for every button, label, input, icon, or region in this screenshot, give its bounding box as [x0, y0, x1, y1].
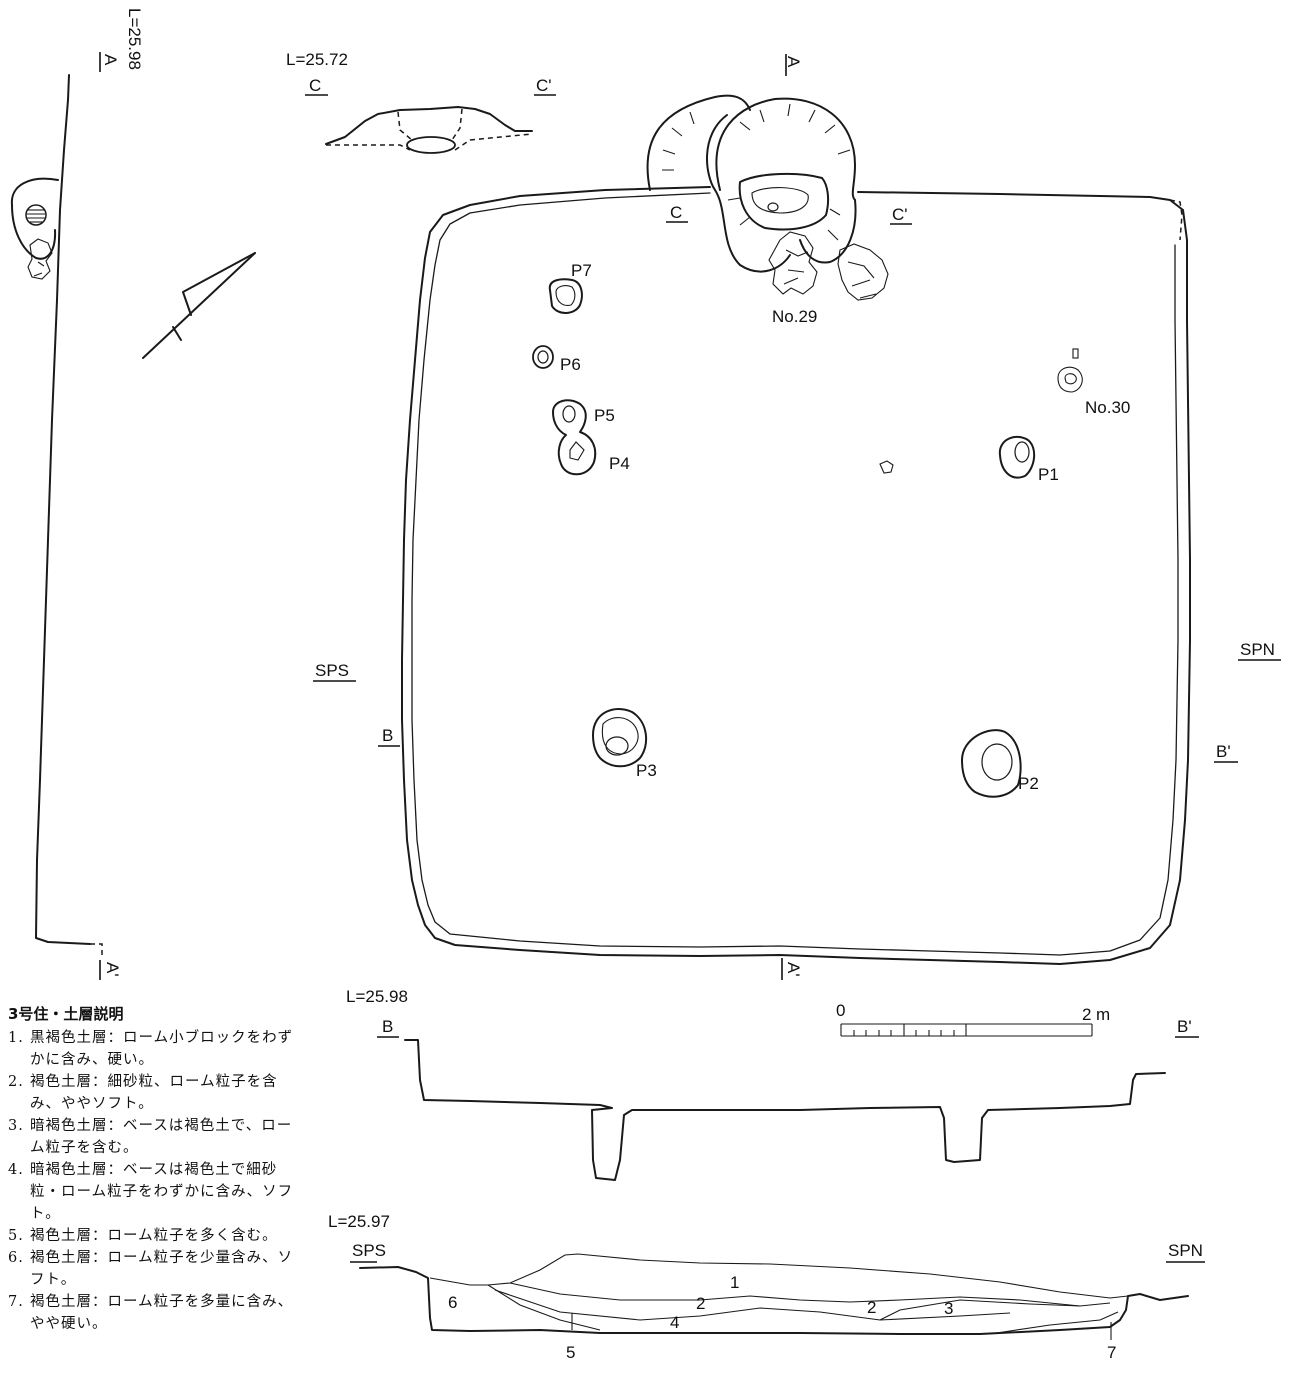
- elevation-c-label: L=25.72: [286, 50, 348, 69]
- dwelling-plan: P7 P6 P5 P4 P1 P3 P2 No.29 No.30 A A' C …: [313, 54, 1281, 980]
- layer-label-2b: 2: [867, 1298, 876, 1317]
- legend-item: 4. 暗褐色土層：ベースは褐色土で細砂粒・ローム粒子をわずかに含み、ソフト。: [8, 1159, 304, 1225]
- legend-item-number: 1.: [8, 1030, 24, 1046]
- legend-title: 3号住・土層説明: [8, 1005, 124, 1023]
- layer-label-2a: 2: [696, 1294, 705, 1313]
- legend-item-number: 6.: [8, 1250, 24, 1266]
- legend-item-number: 7.: [8, 1294, 24, 1310]
- marker-c-plan: C: [670, 203, 682, 222]
- marker-spn-plan: SPN: [1240, 640, 1275, 659]
- section-c-profile: L=25.72 C C': [286, 50, 556, 154]
- marker-a-prime-bottom: A': [784, 962, 803, 977]
- soil-layer-legend: 3号住・土層説明 1. 黒褐色土層：ローム小ブロックをわずかに含み、硬い。 2. 褐…: [8, 1003, 304, 1335]
- marker-b-prime-section: B': [1177, 1017, 1192, 1036]
- section-sp-profile: L=25.97 SPS SPN 1 2 2 3 4 5 6 7: [328, 1212, 1205, 1362]
- pit-label-p2: P2: [1018, 774, 1039, 793]
- pit-label-p4: P4: [609, 454, 630, 473]
- marker-b-prime-plan: B': [1216, 742, 1231, 761]
- legend-item: 2. 褐色土層：細砂粒、ローム粒子を含み、ややソフト。: [8, 1071, 304, 1115]
- legend-item-text: 褐色土層：ローム粒子を多量に含み、やや硬い。: [30, 1294, 294, 1332]
- marker-sps-section: SPS: [352, 1241, 386, 1260]
- layer-label-1: 1: [730, 1273, 739, 1292]
- layer-label-6: 6: [448, 1293, 457, 1312]
- marker-c-prime-plan: C': [892, 205, 908, 224]
- marker-spn-section: SPN: [1168, 1241, 1203, 1260]
- find-label-no30: No.30: [1085, 398, 1130, 417]
- layer-label-7: 7: [1107, 1343, 1116, 1362]
- section-a-profile: L=25.98 A A': [10, 8, 144, 980]
- legend-item-number: 3.: [8, 1118, 24, 1134]
- pit-label-p5: P5: [594, 406, 615, 425]
- legend-item: 1. 黒褐色土層：ローム小ブロックをわずかに含み、硬い。: [8, 1027, 304, 1071]
- pit-label-p6: P6: [560, 355, 581, 374]
- pit-label-p7: P7: [571, 261, 592, 280]
- section-b-profile: L=25.98 B B': [346, 987, 1199, 1181]
- find-label-no29: No.29: [772, 307, 817, 326]
- elevation-a-label: L=25.98: [125, 8, 144, 70]
- scale-unit-label: m: [1096, 1005, 1110, 1024]
- scale-zero-label: 0: [836, 1001, 845, 1020]
- legend-item: 6. 褐色土層：ローム粒子を少量含み、ソフト。: [8, 1247, 304, 1291]
- north-arrow-icon: [142, 252, 256, 359]
- legend-item-text: 黒褐色土層：ローム小ブロックをわずかに含み、硬い。: [30, 1030, 294, 1068]
- legend-item-text: 褐色土層：ローム粒子を少量含み、ソフト。: [30, 1250, 294, 1288]
- marker-c-section: C: [309, 76, 321, 95]
- layer-label-5: 5: [566, 1343, 575, 1362]
- legend-item-text: 暗褐色土層：ベースは褐色土で、ローム粒子を含む。: [30, 1118, 293, 1156]
- legend-item-text: 暗褐色土層：ベースは褐色土で細砂粒・ローム粒子をわずかに含み、ソフト。: [30, 1162, 294, 1222]
- marker-b-section: B: [382, 1017, 393, 1036]
- pit-label-p1: P1: [1038, 465, 1059, 484]
- legend-item-number: 5.: [8, 1228, 24, 1244]
- marker-a-left: A: [101, 54, 120, 66]
- elevation-b-label: L=25.98: [346, 987, 408, 1006]
- marker-a-prime-left: A': [103, 962, 122, 977]
- marker-b-plan: B: [382, 726, 393, 745]
- legend-item: 5. 褐色土層：ローム粒子を多く含む。: [8, 1225, 304, 1247]
- legend-item-text: 褐色土層：細砂粒、ローム粒子を含み、ややソフト。: [30, 1074, 278, 1112]
- marker-a-top: A: [784, 56, 803, 68]
- legend-item: 3. 暗褐色土層：ベースは褐色土で、ローム粒子を含む。: [8, 1115, 304, 1159]
- pit-label-p3: P3: [636, 761, 657, 780]
- elevation-sp-label: L=25.97: [328, 1212, 390, 1231]
- legend-item-number: 2.: [8, 1074, 24, 1090]
- marker-c-prime-section: C': [536, 76, 552, 95]
- legend-item-number: 4.: [8, 1162, 24, 1178]
- scale-bar: 0 2 m: [836, 1001, 1110, 1037]
- legend-item-text: 褐色土層：ローム粒子を多く含む。: [30, 1228, 278, 1244]
- scale-max-label: 2: [1082, 1005, 1091, 1024]
- legend-item: 7. 褐色土層：ローム粒子を多量に含み、やや硬い。: [8, 1291, 304, 1335]
- layer-label-4: 4: [670, 1313, 679, 1332]
- marker-sps-plan: SPS: [315, 661, 349, 680]
- layer-label-3: 3: [944, 1299, 953, 1318]
